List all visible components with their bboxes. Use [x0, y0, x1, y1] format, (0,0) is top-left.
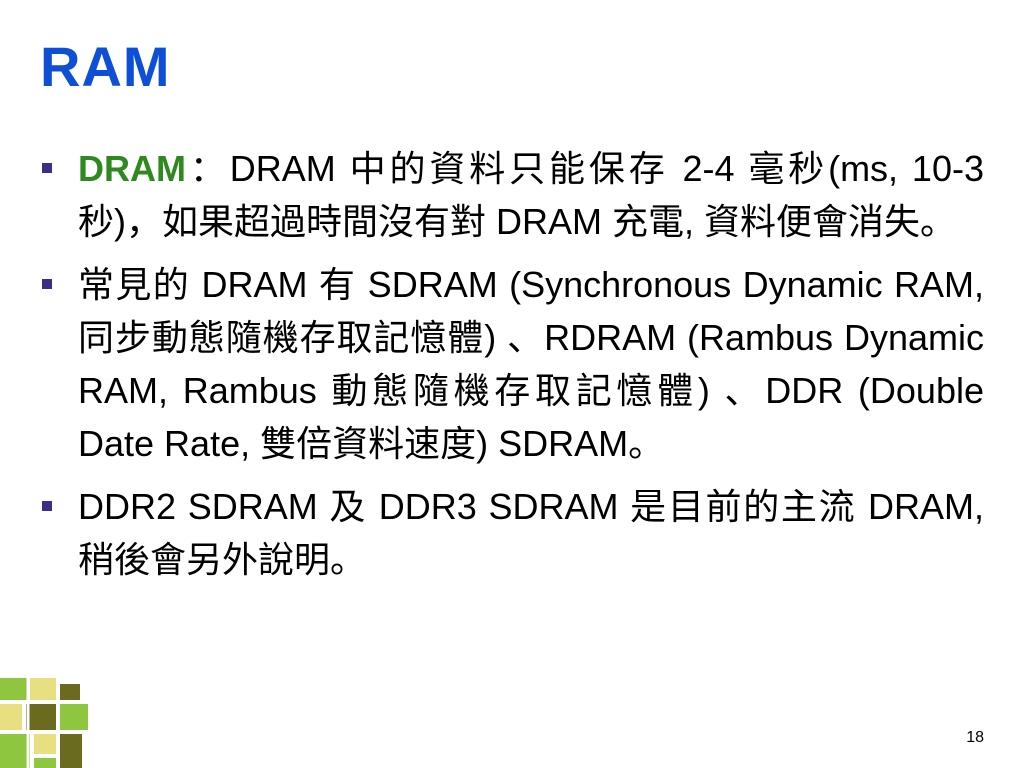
bullet-text: 常見的 DRAM 有 SDRAM (Synchronous Dynamic RA…	[78, 264, 984, 464]
deco-block	[30, 678, 56, 700]
deco-block	[34, 734, 56, 754]
bullet-list: DRAM：DRAM 中的資料只能保存 2-4 毫秒(ms, 10-3 秒)，如果…	[40, 142, 984, 596]
deco-block	[34, 758, 56, 768]
deco-block	[26, 704, 56, 730]
slide-title: RAM	[40, 35, 171, 98]
bullet-item-ddr2-ddr3: DDR2 SDRAM 及 DDR3 SDRAM 是目前的主流 DRAM, 稍後會…	[40, 480, 984, 586]
page-number: 18	[966, 729, 984, 746]
square-bullet-icon	[42, 163, 52, 173]
deco-block	[0, 734, 30, 768]
square-bullet-icon	[42, 501, 52, 511]
deco-block	[0, 678, 28, 700]
deco-block	[0, 704, 22, 730]
bullet-term: DRAM	[78, 148, 186, 189]
deco-block	[60, 704, 88, 730]
square-bullet-icon	[42, 279, 52, 289]
bullet-text: ：DRAM 中的資料只能保存 2-4 毫秒(ms, 10-3 秒)，如果超過時間…	[78, 148, 984, 242]
bullet-text: DDR2 SDRAM 及 DDR3 SDRAM 是目前的主流 DRAM, 稍後會…	[78, 486, 984, 580]
deco-block	[60, 684, 80, 700]
deco-block	[60, 734, 82, 768]
corner-decoration	[0, 678, 100, 768]
bullet-item-dram: DRAM：DRAM 中的資料只能保存 2-4 毫秒(ms, 10-3 秒)，如果…	[40, 142, 984, 248]
bullet-item-dram-types: 常見的 DRAM 有 SDRAM (Synchronous Dynamic RA…	[40, 258, 984, 470]
